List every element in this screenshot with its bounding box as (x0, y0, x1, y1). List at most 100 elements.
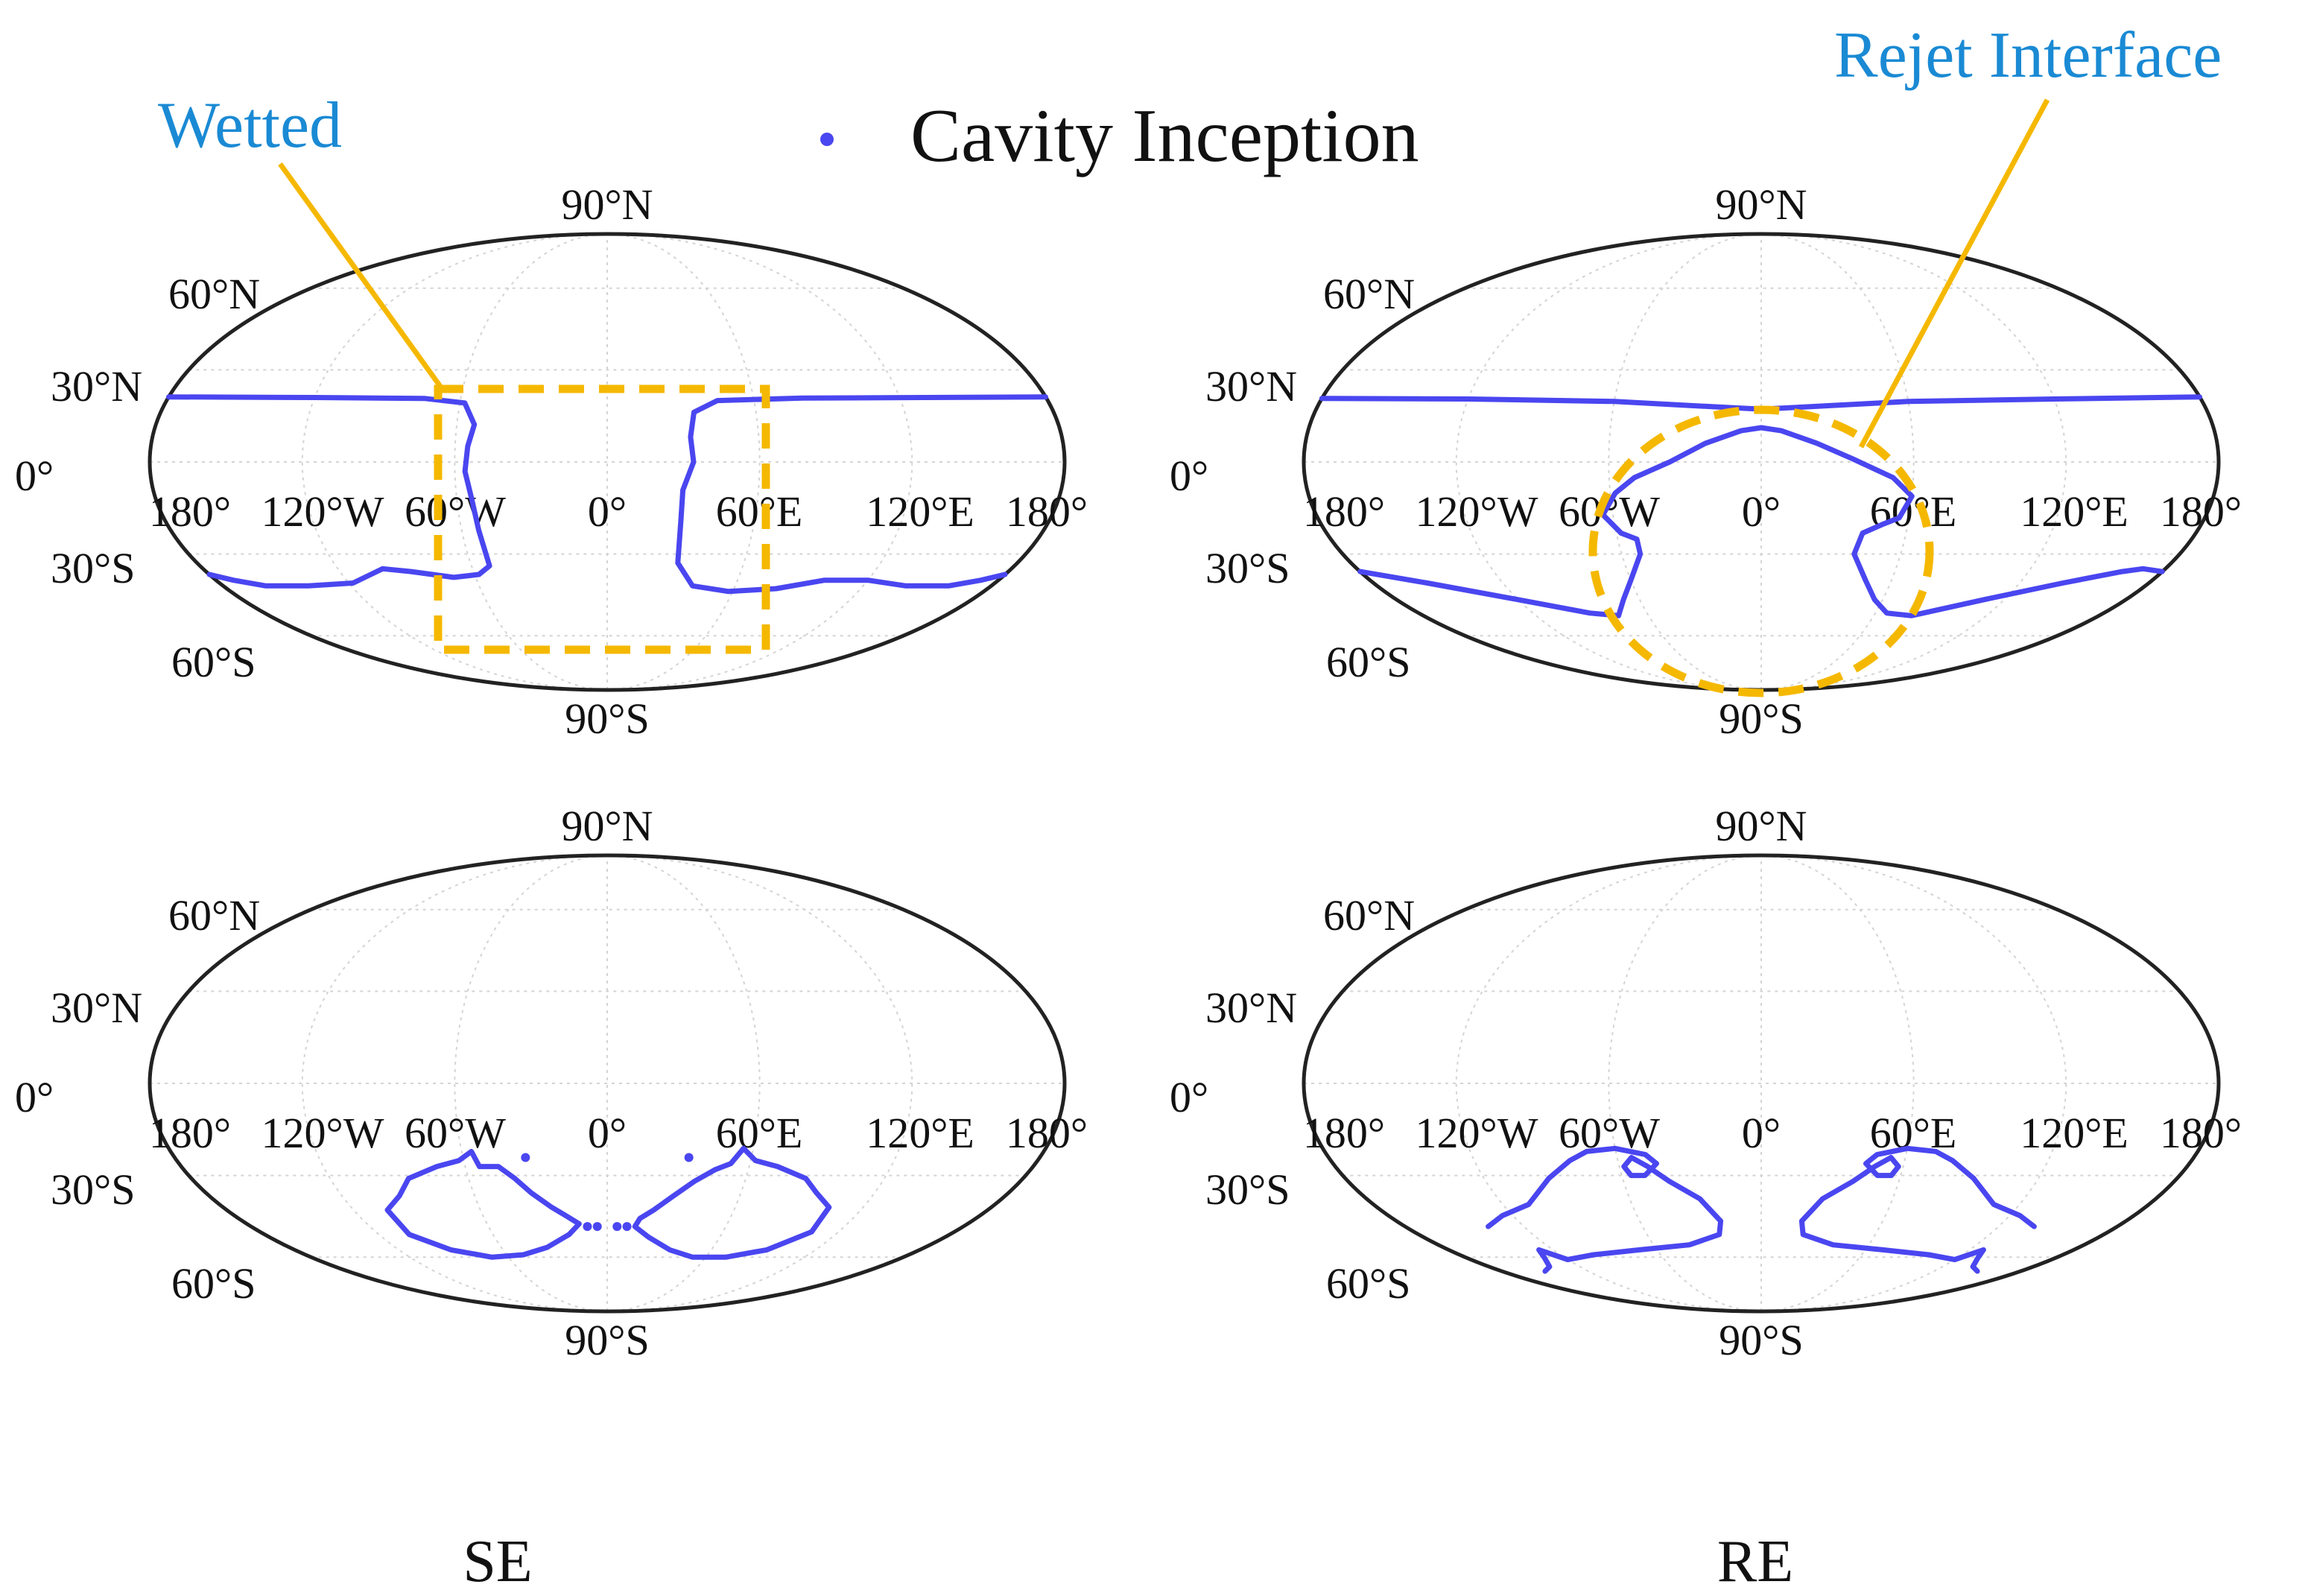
cavity-inception-point (592, 1222, 602, 1232)
cavity-inception-contour (384, 1148, 582, 1260)
tick-label-60e: 60°E (716, 487, 803, 536)
tick-label-30s: 30°S (51, 1165, 135, 1214)
tick-label-120w: 120°W (261, 487, 384, 536)
tick-label-0: 0° (1742, 1109, 1781, 1157)
gridline-meridian (1760, 233, 1915, 691)
annotations (278, 98, 2050, 697)
tick-label-180e: 180° (2160, 1109, 2242, 1157)
gridline-meridian (1455, 855, 1762, 1312)
tick-label-30s: 30°S (1205, 544, 1290, 592)
tick-label-90s: 90°S (1719, 694, 1803, 743)
gridline-meridian (606, 855, 761, 1312)
cavity-inception-point (583, 1222, 592, 1232)
map-outline (1302, 853, 2221, 1314)
map-outline (148, 232, 1067, 692)
tick-label-180w: 180° (1303, 1109, 1385, 1157)
cavity-inception-point (684, 1153, 694, 1162)
gridline-meridian (606, 855, 913, 1312)
column-caption-se: SE (463, 1529, 532, 1595)
tick-label-180w: 180° (149, 1109, 231, 1157)
tick-label-60s: 60°S (171, 1259, 256, 1308)
gridline-meridian (454, 855, 608, 1312)
tick-label-equator: 0° (15, 1073, 54, 1121)
tick-label-180w: 180° (149, 487, 231, 536)
series-cavity-inception (1486, 1145, 2037, 1274)
tick-label-30n: 30°N (1205, 984, 1297, 1032)
tick-label-90s: 90°S (1719, 1316, 1803, 1364)
tick-label-60w: 60°W (405, 1109, 506, 1157)
gridline-meridian (606, 233, 761, 691)
tick-label-120e: 120°E (2020, 487, 2128, 536)
tick-label-30s: 30°S (1205, 1165, 1290, 1214)
gridline-meridian (1760, 855, 1915, 1312)
tick-label-equator: 0° (15, 452, 54, 500)
tick-label-60n: 60°N (1323, 891, 1415, 940)
cavity-inception-contour (1357, 425, 2165, 618)
cavity-inception-contour (166, 394, 492, 589)
tick-label-60w: 60°W (405, 487, 506, 536)
gridline-meridian (1608, 855, 1762, 1312)
wetted-callout-line (278, 162, 443, 390)
tick-label-120w: 120°W (1416, 1109, 1538, 1157)
legend-marker (820, 133, 834, 146)
cavity-inception-contour (1798, 1145, 2037, 1274)
tick-label-60e: 60°E (716, 1109, 803, 1157)
tick-label-60n: 60°N (168, 891, 260, 940)
gridline-meridian (1760, 855, 2067, 1312)
tick-label-30n: 30°N (51, 984, 142, 1032)
column-caption-re: RE (1717, 1529, 1793, 1595)
rejet-interface-callout-line (1858, 98, 2050, 449)
tick-label-180e: 180° (1006, 487, 1088, 536)
tick-label-90n: 90°N (1715, 802, 1807, 850)
cavity-inception-contour (1486, 1145, 1724, 1274)
tick-label-90n: 90°N (1715, 180, 1807, 229)
tick-label-180e: 180° (1006, 1109, 1088, 1157)
tick-label-60s: 60°S (1326, 638, 1410, 686)
tick-label-120w: 120°W (1416, 487, 1538, 536)
series-cavity-inception (166, 394, 1048, 595)
tick-label-180w: 180° (1303, 487, 1385, 536)
gridline-meridian (454, 233, 608, 691)
gridline-meridian (606, 233, 913, 691)
tick-label-60s: 60°S (171, 638, 256, 686)
gridline-meridian (1608, 233, 1762, 691)
tick-label-60n: 60°N (168, 270, 260, 318)
legend-label: Cavity Inception (910, 94, 1419, 178)
tick-label-0: 0° (1742, 487, 1781, 536)
gridline-meridian (301, 233, 608, 691)
gridline-meridian (301, 855, 608, 1312)
cavity-inception-point (521, 1153, 530, 1162)
tick-label-90s: 90°S (565, 1316, 649, 1364)
tick-label-120w: 120°W (261, 1109, 384, 1157)
gridline-meridian (1760, 233, 2067, 691)
tick-label-120e: 120°E (866, 487, 974, 536)
cavity-inception-contour (632, 1145, 832, 1260)
tick-label-30s: 30°S (51, 544, 135, 592)
cavity-inception-point (622, 1222, 632, 1232)
cavity-inception-contour (675, 394, 1048, 595)
wetted-dashed-box (434, 384, 770, 654)
graticule (150, 233, 1065, 691)
tick-label-90s: 90°S (565, 694, 649, 743)
rejet-interface-dashed-circle (1588, 405, 1934, 697)
tick-label-equator: 0° (1170, 452, 1208, 500)
tick-label-90n: 90°N (561, 180, 653, 229)
wetted-annotation-label: Wetted (158, 89, 342, 162)
rejet-interface-annotation-label: Rejet Interface (1834, 19, 2222, 92)
graticule (150, 855, 1065, 1312)
tick-label-180e: 180° (2160, 487, 2242, 536)
tick-label-120e: 120°E (866, 1109, 974, 1157)
tick-label-30n: 30°N (1205, 362, 1297, 411)
map-outline (148, 853, 1067, 1314)
tick-label-60n: 60°N (1323, 270, 1415, 318)
tick-label-30n: 30°N (51, 362, 142, 411)
